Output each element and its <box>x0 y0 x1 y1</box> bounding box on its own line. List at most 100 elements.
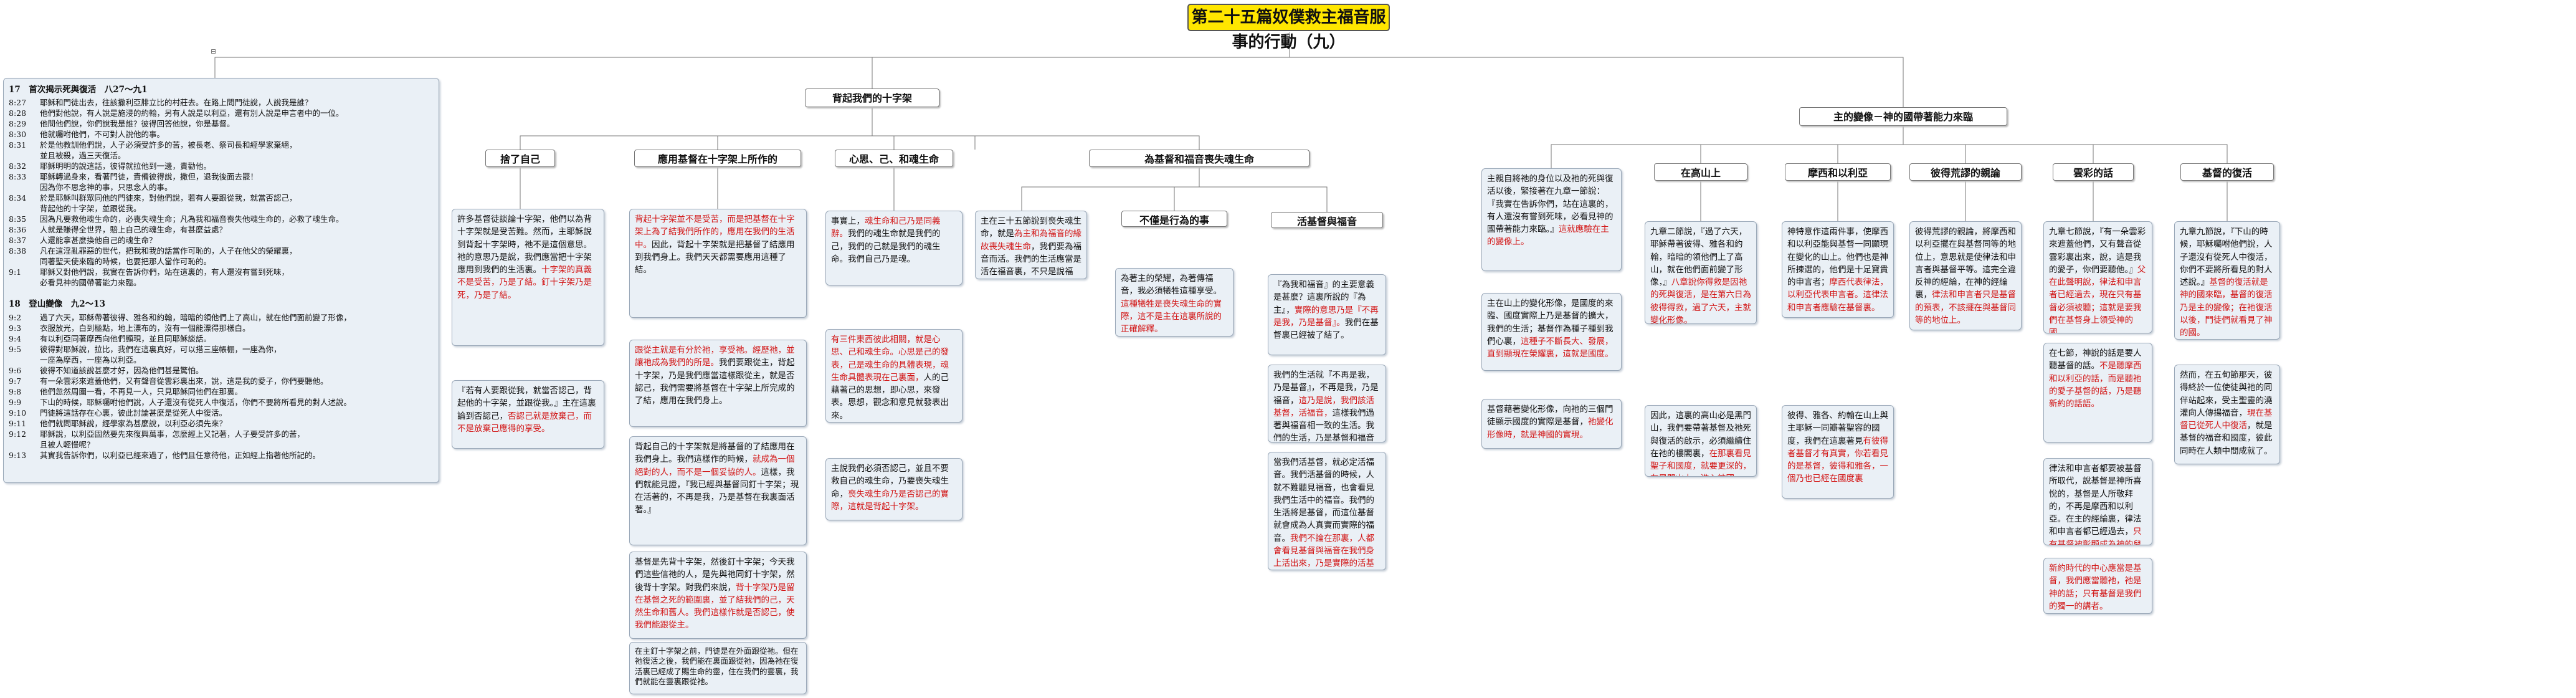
card-live-1: 『為我和福音』的主要意義是甚麼？這裏所說的『為主』，實際的意思乃是『不再是我，乃… <box>1268 274 1386 355</box>
verse-ref: 9:5 <box>9 344 22 354</box>
sub-mountain[interactable]: 在高山上 <box>1654 163 1747 181</box>
collapse-icon[interactable]: ⊟ <box>1285 32 1291 41</box>
branch-cross[interactable]: 背起我們的十字架 <box>805 88 939 107</box>
card-text: 這樣，我們就能見證，『我已經與基督同釘十字架；現在活著的，不再是我，乃是基督在我… <box>635 467 799 515</box>
verse-ref: 8:30 <box>9 130 27 140</box>
card-mountain-1: 九章二節說，『過了六天，耶穌帶著彼得、雅各和約翰，暗暗的領他們上了高山，就在他們… <box>1645 221 1757 324</box>
card-text: 主在三十五節說到喪失魂生命，就是 <box>981 216 1081 239</box>
card-text: 我們要跟從主，背起十字架，乃是我們應當這樣跟從主，就是否認己，我們需要將基督在十… <box>635 358 795 406</box>
card-text: 然而，在五旬節那天，彼得終於一位使徒與祂的同伴站起來，受主聖靈的澆灌向人傳揚福音… <box>2180 370 2273 418</box>
verse-row: 背起他的十字架，並跟從我。 <box>9 203 434 214</box>
sub-deny[interactable]: 捨了自己 <box>485 150 555 167</box>
verse-ref: 9:12 <box>9 429 27 439</box>
card-text: 當我們活基督，就必定活福音。我們活基督的時候，人就不難聽見福音，也會看見我們生活… <box>1273 457 1374 543</box>
verse-ref: 8:29 <box>9 119 27 129</box>
card-live-2: 我們的生活就『不再是我，乃是基督』，不再是我，乃是福音，這乃是說，我們該活基督，… <box>1268 365 1386 442</box>
card-highlight: 摩西代表律法，以利亞代表申言者。這律法和申言者應驗在基督裏。 <box>1787 277 1888 313</box>
card-highlight: 魂生命和己乃是同義辭。 <box>831 216 941 239</box>
card-text: ，就是基督的福音和國度，彼此同時在人類中間成就了。 <box>2180 421 2273 456</box>
verse-text: 人還能拿甚麼換他自己的魂生命？ <box>40 236 157 246</box>
card-soul-1: 事實上，魂生命和己乃是同義辭。我們的魂生命就是我們的己，我們的己就是我們的魂生命… <box>825 211 962 285</box>
card-highlight: 背十字架乃是留在基督之死的範圍裏，並了結我們的己，天然生命和舊人。我們這樣作就是… <box>635 582 795 631</box>
verse-ref: 8:32 <box>9 161 27 171</box>
card-highlight: 這種犧牲是喪失魂生命的實際，這不是主在這裏所說的正確解釋。 <box>1121 299 1222 335</box>
sub-cloud[interactable]: 雲彩的話 <box>2053 163 2134 181</box>
verse-ref: 9:9 <box>9 397 22 407</box>
card-cloud-3: 律法和申言者都要被基督所取代，說基督是神所喜悅的，基督是人所敬拜的，不再是摩西和… <box>2043 458 2152 545</box>
link-root-outline <box>214 57 1290 78</box>
verse-text: 耶穌說，以利亞固然要先來復興萬事，怎麼經上又記著，人子要受許多的苦， <box>40 429 305 439</box>
card-text: 九章九節說，『下山的時候，耶穌囑咐他們說，人子還沒有從死人中復活，你們不要將所看… <box>2180 227 2273 287</box>
card-text: 律法和申言者都要被基督所取代，說基督是神所喜悅的，基督是人所敬拜的，不再是摩西和… <box>2049 464 2142 537</box>
card-highlight: 十字架的真義不是受苦，乃是了結。釘十字架乃是死，乃是了結。 <box>457 265 592 300</box>
card-highlight: 不是聽摩西和以利亞的話，而是聽祂的愛子基督的話，乃是聽新約的話語。 <box>2049 361 2142 409</box>
verse-row: 同著聖天使來臨的時候，也要把那人當作可恥的。 <box>9 256 434 267</box>
verse-ref: 9:1 <box>9 267 22 277</box>
verse-row: 8:33 耶穌轉過身來，看著門徒，責備彼得說，撒但，退我後面去罷！ <box>9 171 434 182</box>
sub-peter[interactable]: 彼得荒謬的親論 <box>1909 163 2022 181</box>
verse-text: 於是耶穌叫群眾同他的門徒來，對他們說，若有人要跟從我，就當否認己， <box>40 193 297 203</box>
card-text: 因此，這裏的高山必是黑門山，我們要帶著基督及祂死與復活的啟示，必須繼續住在祂的樓… <box>1650 411 1751 459</box>
verse-text: 並且被殺，過三天復活。 <box>40 151 126 161</box>
verse-row: 9:1 耶穌又對他們說，我實在告訴你們，站在這裏的，有人還沒有嘗到死味， <box>9 267 434 277</box>
card-text: 主親自將祂的身位以及祂的死與復活以後，緊接著在九章一節說：『我實在告訴你們，站在… <box>1487 174 1614 234</box>
card-text: 事實上， <box>831 216 865 226</box>
card-highlight: 這乃是說，我們該活基督，活福音， <box>1273 395 1374 418</box>
verse-ref: 8:36 <box>9 225 27 235</box>
link-cross-subs <box>520 107 1200 150</box>
card-highlight: 背起十字架並不是受苦，而是把基督在十字架上為了結我們所作的，應用在我們的生活中。 <box>635 214 795 250</box>
verse-text: 有一朵雲彩來遮蓋他們，又有聲音從雲彩裏出來，說，這是我的愛子，你們要聽他。 <box>40 376 328 386</box>
verse-text: 耶穌轉過身來，看著門徒，責備彼得說，撒但，退我後面去罷！ <box>40 172 259 182</box>
card-highlight: 這種子不斷長大、發展，直到顯現在榮耀裏，這就是國度。 <box>1487 336 1614 359</box>
verse-row: 並且被殺，過三天復活。 <box>9 150 434 161</box>
sub-notsee[interactable]: 不僅是行為的事 <box>1121 211 1227 227</box>
collapse-icon[interactable]: ⊟ <box>211 47 217 55</box>
card-highlight: 我們不論在那裏，人都會看見基督與福音在我們身上活出來，乃是實際的活基督。 <box>1273 533 1374 569</box>
sub-live[interactable]: 活基督與福音 <box>1271 212 1383 228</box>
verse-ref: 9:3 <box>9 323 22 333</box>
verse-ref <box>9 150 40 161</box>
sub-death[interactable]: 基督的復活 <box>2180 163 2274 181</box>
sub-moses-elijah[interactable]: 摩西和以利亞 <box>1785 163 1891 181</box>
card-apply-4: 基督是先背十字架，然後釘十字架；今天我們這些信祂的人，是先與祂同釘十字架，然後背… <box>629 552 807 639</box>
sub-soul[interactable]: 心思、己、和魂生命 <box>835 150 953 167</box>
card-text: 背起自己的十字架就是將基督的了結應用在我們身上。我們這樣作的時候， <box>635 442 795 465</box>
verse-ref: 8:35 <box>9 214 27 224</box>
card-highlight: 現在基督已從死人中復活 <box>2180 408 2273 431</box>
card-text: 人的己藉著己的思想，即心思，來發表。思想，觀念和意見就發表出來。 <box>831 372 949 421</box>
verse-text: 彼得對耶穌說，拉比，我們在這裏真好，可以搭三座帳棚，一座為你， <box>40 344 282 354</box>
sub-apply[interactable]: 應用基督在十字架上所作的 <box>634 150 801 167</box>
card-highlight: 就成為一個絕對的人，而不是一個妥協的人。 <box>635 454 795 477</box>
verse-ref: 9:10 <box>9 408 27 418</box>
verse-text: 彼得不知道該說甚麼才好，因為他們甚是驚怕。 <box>40 365 204 375</box>
card-soul-3: 主說我們必須否認己，並且不要救自己的魂生命，乃要喪失魂生命，喪失魂生命乃是否認己… <box>825 458 962 520</box>
verse-ref: 9:7 <box>9 376 22 386</box>
verse-text: 其實我告訴你們，以利亞已經來過了，他們且任意待他，正如經上指著他所記的。 <box>40 450 321 460</box>
verse-ref: 8:27 <box>9 98 27 108</box>
verse-ref: 9:2 <box>9 312 22 322</box>
card-highlight: 律法和申言者只是基督的預表，不該擺在與基督同等的地位上。 <box>1915 290 2016 325</box>
verse-ref: 8:33 <box>9 172 27 182</box>
verse-text: 人就是賺得全世界，賠上自己的魂生命，有甚麼益處？ <box>40 225 227 235</box>
verse-text: 因為凡要救他魂生命的，必喪失魂生命；凡為我和福音喪失他魂生命的，必救了魂生命。 <box>40 214 344 224</box>
verse-row: 且被人輕慢呢？ <box>9 439 434 450</box>
sub-lose[interactable]: 為基督和福音喪失魂生命 <box>1089 150 1309 167</box>
verse-text: 耶穌又對他們說，我實在告訴你們，站在這裏的，有人還沒有嘗到死味， <box>40 267 290 277</box>
branch-transfiguration[interactable]: 主的變像－神的國帶著能力來臨 <box>1799 107 2007 126</box>
link-lose <box>1021 167 1328 219</box>
verse-text: 他們忽然周圍一看，不再見一人，只見耶穌同他們在那裏。 <box>40 386 243 396</box>
card-text: 這樣我們過著與福音相一致的生活。我們的生活，乃是基督和福音的實際。 <box>1273 408 1374 442</box>
verse-text: 過了六天，耶穌帶著彼得、雅各和約翰，暗暗的領他們上了高山，就在他們面前變了形像， <box>40 312 352 322</box>
link-root-transfig <box>1290 57 1904 107</box>
